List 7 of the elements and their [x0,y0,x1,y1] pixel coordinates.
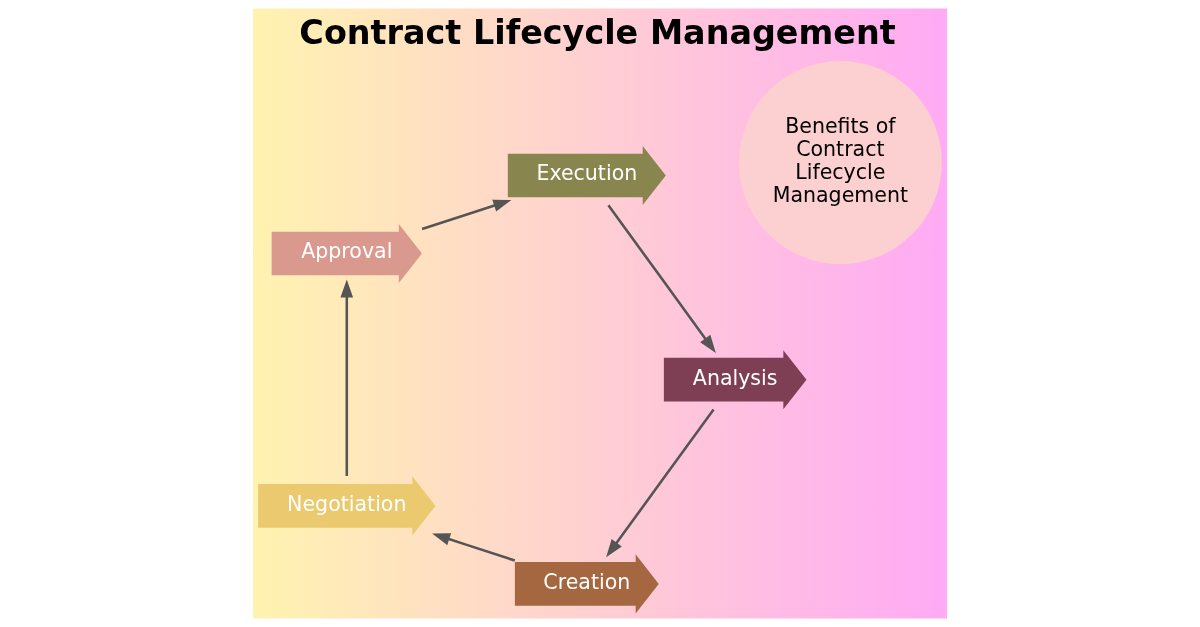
node-circle: Benefits of Contract Lifecycle Management [738,61,942,265]
arrow [606,408,715,558]
arrow [421,199,512,231]
arrow [607,204,716,354]
diagram-title: Contract Lifecycle Management [299,13,896,53]
arrow [432,533,516,562]
arrow [340,279,354,476]
